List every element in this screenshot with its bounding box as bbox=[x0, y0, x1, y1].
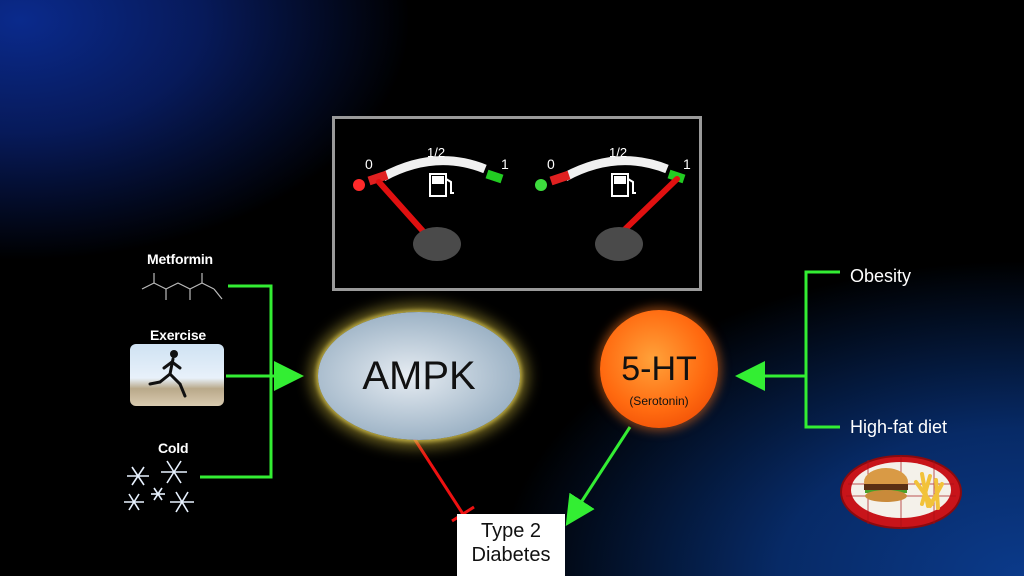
ampk-node: AMPK bbox=[318, 312, 520, 440]
gauge-tick-left: 0 bbox=[547, 156, 555, 172]
obesity-label: Obesity bbox=[850, 266, 912, 286]
gauge-tick-right: 1 bbox=[683, 156, 691, 172]
gauge-tick-mid: 1/2 bbox=[427, 145, 445, 160]
gauge-red-zone bbox=[549, 170, 571, 186]
serotonin-label: 5-HT bbox=[621, 350, 697, 388]
exercise-label: Exercise bbox=[150, 327, 207, 343]
gauge-arc bbox=[380, 156, 487, 181]
metformin-structure-icon bbox=[141, 273, 223, 300]
gauge-tick-left: 0 bbox=[365, 156, 373, 172]
gauge-green-zone bbox=[485, 169, 504, 184]
gauge-needle bbox=[376, 179, 433, 242]
serotonin-node: 5-HT (Serotonin) bbox=[600, 310, 718, 428]
exercise-photo bbox=[130, 344, 224, 406]
diabetes-line1: Type 2 bbox=[480, 520, 542, 542]
gauge-tick-mid: 1/2 bbox=[609, 145, 627, 160]
type2-diabetes-box: Type 2 Diabetes bbox=[457, 514, 565, 576]
ampk-inhibit-arrow bbox=[408, 431, 475, 523]
gauge-indicator-light bbox=[353, 179, 365, 191]
cold-label: Cold bbox=[158, 440, 189, 456]
fuel-pump-icon bbox=[611, 173, 636, 197]
metformin-label: Metformin bbox=[147, 251, 213, 267]
runner-icon bbox=[148, 350, 187, 398]
burger-fries-icon bbox=[840, 455, 962, 529]
gauge-hub bbox=[595, 227, 643, 261]
ampk-label: AMPK bbox=[362, 353, 476, 398]
gauge-arc bbox=[562, 156, 669, 181]
gauge-hub bbox=[413, 227, 461, 261]
right-input-connector bbox=[735, 270, 840, 429]
gauge-tick-right: 1 bbox=[501, 156, 509, 172]
fuel-gauges: 0 1/2 1 0 1/2 1 bbox=[353, 145, 691, 261]
gauge-needle bbox=[614, 176, 680, 240]
highfat-diet-label: High-fat diet bbox=[850, 417, 948, 437]
serotonin-promote-arrow bbox=[565, 426, 632, 527]
gauge-empty: 0 1/2 1 bbox=[353, 145, 509, 261]
fuel-gauge-panel: 0 1/2 1 0 1/2 1 bbox=[332, 116, 702, 291]
fuel-pump-icon bbox=[429, 173, 454, 197]
snowflake-icon bbox=[124, 460, 194, 513]
diabetes-line2: Diabetes bbox=[471, 544, 551, 566]
gauge-red-zone bbox=[367, 170, 389, 186]
gauge-full: 0 1/2 1 bbox=[535, 145, 691, 261]
serotonin-sublabel: (Serotonin) bbox=[629, 394, 689, 408]
left-input-connector bbox=[200, 284, 304, 479]
gauge-indicator-light bbox=[535, 179, 547, 191]
